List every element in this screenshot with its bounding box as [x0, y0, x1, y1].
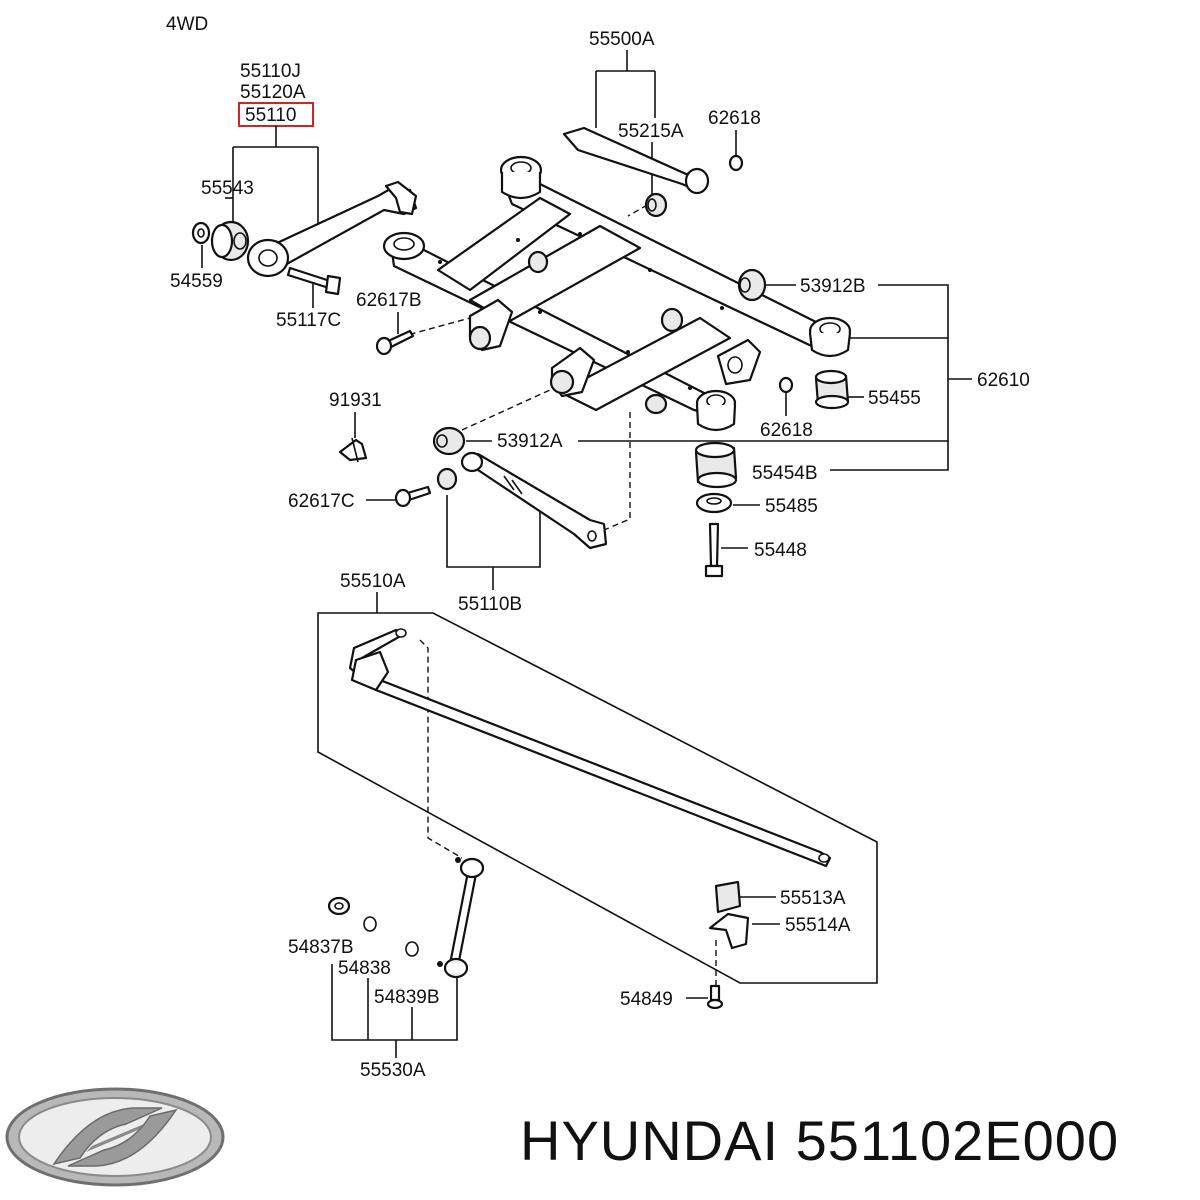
bolt-62617b — [375, 329, 415, 356]
part-label-55110b: 55110B — [458, 594, 522, 615]
part-label-62617c: 62617C — [288, 491, 355, 512]
part-caption: HYUNDAI 551102E000 — [520, 1109, 1120, 1172]
bolt-62617c — [394, 485, 432, 508]
upper-control-arm-55110 — [246, 180, 418, 278]
part-label-62617b: 62617B — [356, 290, 422, 311]
nut-62618-mid — [778, 376, 794, 394]
part-label-54837b: 54837B — [288, 937, 354, 958]
part-label-55448: 55448 — [754, 540, 807, 561]
part-label-55543: 55543 — [201, 178, 254, 199]
bushing-53912a — [432, 426, 466, 456]
part-label-62610: 62610 — [977, 370, 1030, 391]
clamp-55514a — [708, 912, 750, 950]
bushing-55455 — [814, 369, 850, 410]
hyundai-logo — [5, 1087, 225, 1187]
part-label-54849: 54849 — [620, 989, 673, 1010]
part-label-91931: 91931 — [329, 390, 382, 411]
part-label-55500a: 55500A — [589, 29, 655, 50]
bushing-55543 — [210, 220, 250, 262]
part-label-55513a: 55513A — [780, 888, 846, 909]
part-label-54839b: 54839B — [374, 987, 440, 1008]
nut-62618-top — [728, 154, 744, 172]
stabilizer-link-55530a — [437, 857, 485, 979]
bushing-55513a — [714, 880, 742, 914]
part-label-54838: 54838 — [338, 958, 391, 979]
bracket-91931 — [338, 437, 368, 463]
part-label-55510a: 55510A — [340, 571, 406, 592]
ring-54838 — [363, 916, 377, 932]
bolt-55117c — [286, 266, 342, 296]
part-label-55485: 55485 — [765, 496, 818, 517]
part-label-55454b: 55454B — [752, 463, 818, 484]
part-label-55215a: 55215A — [618, 121, 684, 142]
nut-54559 — [191, 221, 211, 245]
bushing-53912b — [737, 268, 767, 302]
stabilizer-bar-55510a — [348, 628, 832, 868]
part-label-53912b: 53912B — [800, 276, 866, 297]
bushing-55454b — [694, 441, 738, 489]
bolt-55448 — [704, 522, 724, 578]
part-label-55110j: 55110J — [240, 61, 301, 82]
lower-arm-55110b — [436, 451, 608, 550]
nut-54837b — [327, 896, 351, 916]
trailing-arm-55500a — [562, 126, 710, 195]
crossmember-62610 — [382, 155, 852, 432]
bolt-54849 — [706, 984, 724, 1010]
part-label-62618-mid: 62618 — [760, 420, 813, 441]
part-label-55117c: 55117C — [276, 310, 341, 331]
part-label-55455: 55455 — [868, 388, 921, 409]
part-label-55120a: 55120A — [240, 82, 306, 103]
leader-lines — [201, 50, 972, 1058]
part-label-55514a: 55514A — [785, 915, 851, 936]
ring-54839b — [405, 941, 419, 957]
part-label-53912a: 53912A — [497, 431, 563, 452]
part-label-62618-top: 62618 — [708, 108, 761, 129]
part-label-54559: 54559 — [170, 271, 223, 292]
variant-label: 4WD — [166, 14, 208, 35]
bushing-55215a — [644, 192, 668, 218]
part-label-55530a: 55530A — [360, 1060, 426, 1081]
washer-55485 — [695, 492, 733, 514]
part-label-55110: 55110 — [245, 105, 296, 126]
